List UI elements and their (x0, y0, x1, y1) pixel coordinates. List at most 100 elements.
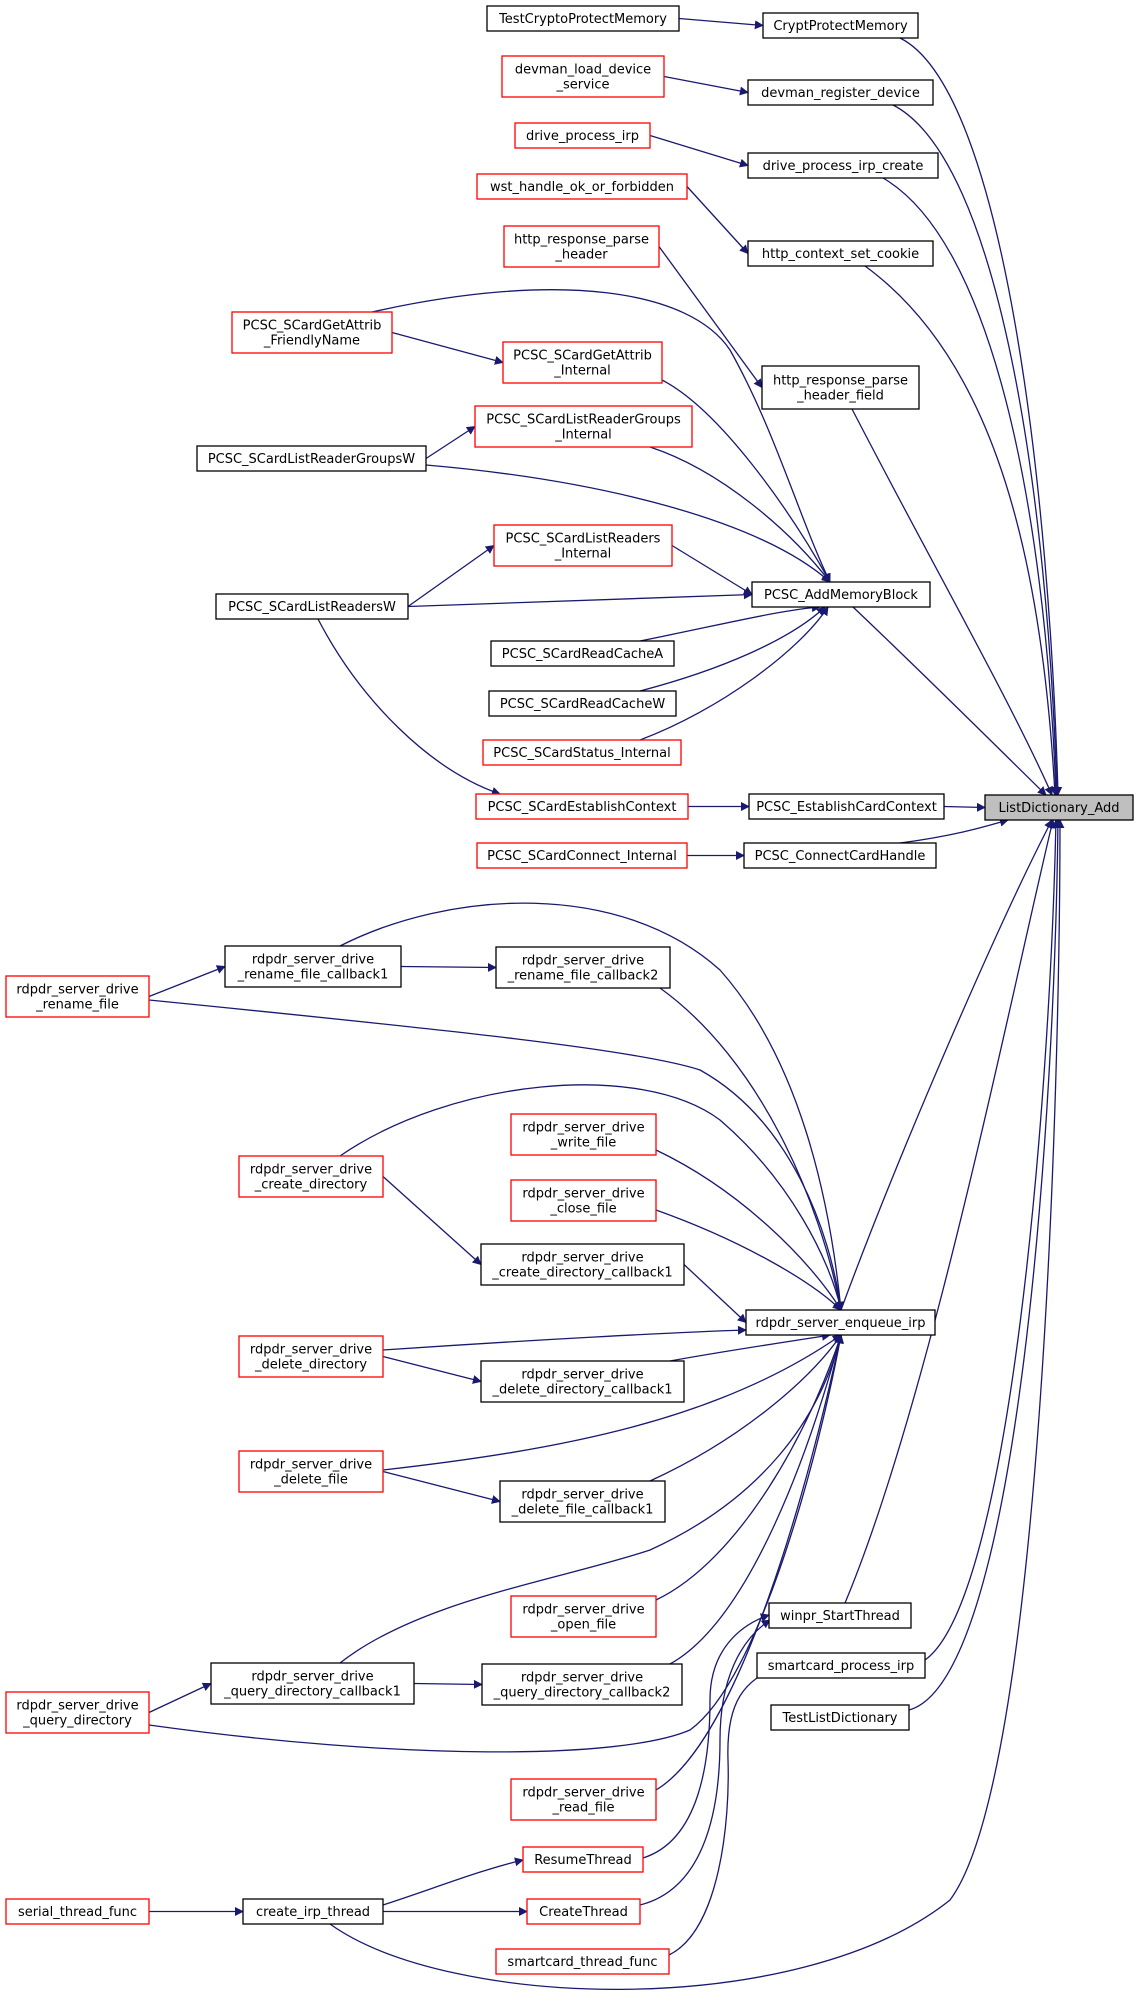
node-box (224, 945, 402, 988)
node-smartcard-process-irp[interactable]: smartcard_process_irp (756, 1652, 926, 1679)
node-rdpdr-rename-file-callback1[interactable]: rdpdr_server_drive_rename_file_callback1 (224, 945, 402, 988)
node-box (495, 1948, 670, 1975)
node-label: rdpdr_server_drive (16, 1699, 138, 1714)
node-label: PCSC_SCardReadCacheA (502, 647, 664, 662)
node-rdpdr-delete-file-callback1[interactable]: rdpdr_server_drive_delete_file_callback1 (499, 1480, 666, 1523)
edge-rdpdr-query-directory-callback1-to-rdpdr-server-enqueue-irp (339, 1334, 844, 1664)
edge-rdpdr-server-enqueue-irp-to-listdictionary-add (840, 819, 1053, 1311)
edge-rdpdr-rename-file-callback1-to-rdpdr-rename-file-callback2 (400, 962, 497, 972)
node-resumethread[interactable]: ResumeThread (522, 1846, 644, 1873)
node-listdictionary-add[interactable]: ListDictionary_Add (984, 794, 1134, 821)
node-label: rdpdr_server_enqueue_irp (755, 1316, 925, 1331)
node-label: rdpdr_server_drive (522, 1187, 644, 1202)
node-rdpdr-query-directory[interactable]: rdpdr_server_drive_query_directory (5, 1691, 150, 1734)
node-rdpdr-server-enqueue-irp[interactable]: rdpdr_server_enqueue_irp (745, 1309, 936, 1336)
node-pcsc-scardlistreaders-internal[interactable]: PCSC_SCardListReaders_Internal (493, 524, 673, 567)
node-rdpdr-rename-file[interactable]: rdpdr_server_drive_rename_file (5, 975, 150, 1018)
node-label: PCSC_AddMemoryBlock (764, 588, 918, 603)
node-rdpdr-delete-file[interactable]: rdpdr_server_drive_delete_file (238, 1450, 384, 1493)
edge-testlistdictionary-to-listdictionary-add (908, 819, 1063, 1711)
node-http-context-set-cookie[interactable]: http_context_set_cookie (747, 240, 934, 267)
node-pcsc-scardreadcachea[interactable]: PCSC_SCardReadCacheA (490, 640, 675, 667)
edge-rdpdr-read-file-to-rdpdr-server-enqueue-irp (655, 1334, 844, 1791)
node-testlistdictionary[interactable]: TestListDictionary (770, 1704, 910, 1731)
node-box (747, 240, 934, 267)
node-pcsc-scardestablishcontext[interactable]: PCSC_SCardEstablishContext (475, 793, 689, 820)
node-label: rdpdr_server_drive (250, 1163, 372, 1178)
node-label: create_irp_thread (256, 1905, 370, 1920)
node-pcsc-scardlistreadersw[interactable]: PCSC_SCardListReadersW (215, 593, 409, 620)
edge-http-response-parse-header-field-to-listdictionary-add (851, 408, 1053, 796)
node-testcryptoprotectmemory[interactable]: TestCryptoProtectMemory (486, 5, 680, 32)
node-http-response-parse-header[interactable]: http_response_parse_header (503, 225, 660, 268)
edge-rdpdr-rename-file-callback2-to-rdpdr-server-enqueue-irp (659, 987, 844, 1311)
node-rdpdr-create-directory[interactable]: rdpdr_server_drive_create_directory (238, 1155, 384, 1198)
node-label: rdpdr_server_drive (521, 1368, 643, 1383)
node-pcsc-scardgetattrib-friendlyname[interactable]: PCSC_SCardGetAttrib_FriendlyName (231, 311, 393, 354)
node-rdpdr-delete-directory-callback1[interactable]: rdpdr_server_drive_delete_directory_call… (480, 1360, 685, 1403)
node-label: PCSC_ConnectCardHandle (755, 849, 926, 864)
node-pcsc-scardconnect-internal[interactable]: PCSC_SCardConnect_Internal (476, 842, 688, 869)
edge-pcsc-establishcardcontext-to-listdictionary-add (943, 802, 986, 812)
node-rdpdr-open-file[interactable]: rdpdr_server_drive_open_file (510, 1595, 657, 1638)
node-label: CryptProtectMemory (773, 19, 908, 34)
node-box (510, 1778, 657, 1821)
node-pcsc-connectcardhandle[interactable]: PCSC_ConnectCardHandle (743, 842, 937, 869)
node-label: CreateThread (539, 1905, 628, 1920)
node-pcsc-scardlistreadergroups-internal[interactable]: PCSC_SCardListReaderGroups_Internal (474, 405, 693, 448)
node-rdpdr-close-file[interactable]: rdpdr_server_drive_close_file (510, 1179, 657, 1222)
node-createthread[interactable]: CreateThread (526, 1898, 641, 1925)
node-pcsc-establishcardcontext[interactable]: PCSC_EstablishCardContext (748, 793, 945, 820)
edge-rdpdr-query-directory-callback1-to-rdpdr-query-directory-callback2 (413, 1679, 483, 1689)
node-label: TestListDictionary (781, 1711, 897, 1726)
node-box (481, 1663, 683, 1706)
node-smartcard-thread-func[interactable]: smartcard_thread_func (495, 1948, 670, 1975)
edge-pcsc-scardgetattrib-internal-to-pcsc-addmemoryblock (661, 379, 831, 583)
node-box (501, 55, 665, 98)
node-create-irp-thread[interactable]: create_irp_thread (242, 1898, 384, 1925)
node-rdpdr-query-directory-callback2[interactable]: rdpdr_server_drive_query_directory_callb… (481, 1663, 683, 1706)
edges-layer (148, 17, 1065, 1990)
edge-rdpdr-delete-directory-to-rdpdr-server-enqueue-irp (382, 1325, 747, 1351)
node-box (231, 311, 393, 354)
node-devman-load-device-service[interactable]: devman_load_device_service (501, 55, 665, 98)
node-rdpdr-query-directory-callback1[interactable]: rdpdr_server_drive_query_directory_callb… (210, 1662, 415, 1705)
node-rdpdr-write-file[interactable]: rdpdr_server_drive_write_file (510, 1113, 657, 1156)
edge-pcsc-scardlistreadergroupsw-to-pcsc-addmemoryblock (425, 464, 831, 583)
node-drive-process-irp-create[interactable]: drive_process_irp_create (747, 152, 939, 179)
edge-pcsc-scardlistreadergroupsw-to-pcsc-scardlistreadergroups-internal (425, 425, 476, 460)
node-devman-register-device[interactable]: devman_register_device (747, 79, 934, 106)
node-serial-thread-func[interactable]: serial_thread_func (5, 1898, 150, 1925)
node-rdpdr-read-file[interactable]: rdpdr_server_drive_read_file (510, 1778, 657, 1821)
edge-rdpdr-delete-directory-to-rdpdr-delete-directory-callback1 (382, 1355, 482, 1384)
node-cryptprotectmemory[interactable]: CryptProtectMemory (762, 12, 919, 39)
node-rdpdr-create-directory-callback1[interactable]: rdpdr_server_drive_create_directory_call… (480, 1243, 685, 1286)
node-pcsc-scardlistreadergroupsw[interactable]: PCSC_SCardListReaderGroupsW (196, 445, 427, 472)
edge-rdpdr-query-directory-to-rdpdr-query-directory-callback1 (148, 1682, 212, 1714)
node-drive-process-irp[interactable]: drive_process_irp (514, 122, 651, 149)
node-box (196, 445, 427, 472)
node-pcsc-scardstatus-internal[interactable]: PCSC_SCardStatus_Internal (482, 739, 682, 766)
node-label: PCSC_SCardStatus_Internal (493, 746, 670, 761)
node-box (238, 1335, 384, 1378)
node-pcsc-scardreadcachew[interactable]: PCSC_SCardReadCacheW (488, 690, 677, 717)
node-rdpdr-delete-directory[interactable]: rdpdr_server_drive_delete_directory (238, 1335, 384, 1378)
node-box (480, 1360, 685, 1403)
node-pcsc-addmemoryblock[interactable]: PCSC_AddMemoryBlock (751, 581, 931, 608)
node-box (488, 690, 677, 717)
node-http-response-parse-header-field[interactable]: http_response_parse_header_field (761, 365, 920, 410)
node-winpr-startthread[interactable]: winpr_StartThread (768, 1602, 912, 1629)
node-pcsc-scardgetattrib-internal[interactable]: PCSC_SCardGetAttrib_Internal (502, 341, 663, 384)
node-wst-handle-ok-or-forbidden[interactable]: wst_handle_ok_or_forbidden (476, 173, 688, 200)
node-label: _read_file (551, 1801, 614, 1816)
node-label: wst_handle_ok_or_forbidden (490, 180, 674, 195)
node-label: rdpdr_server_drive (521, 1251, 643, 1266)
node-rdpdr-rename-file-callback2[interactable]: rdpdr_server_drive_rename_file_callback2 (495, 946, 671, 989)
node-label: rdpdr_server_drive (522, 1786, 644, 1801)
edge-cryptprotectmemory-to-listdictionary-add (899, 37, 1063, 796)
node-box (510, 1113, 657, 1156)
node-box (238, 1155, 384, 1198)
node-label: _Internal (554, 547, 612, 562)
edge-rdpdr-create-directory-to-rdpdr-create-directory-callback1 (382, 1176, 482, 1266)
